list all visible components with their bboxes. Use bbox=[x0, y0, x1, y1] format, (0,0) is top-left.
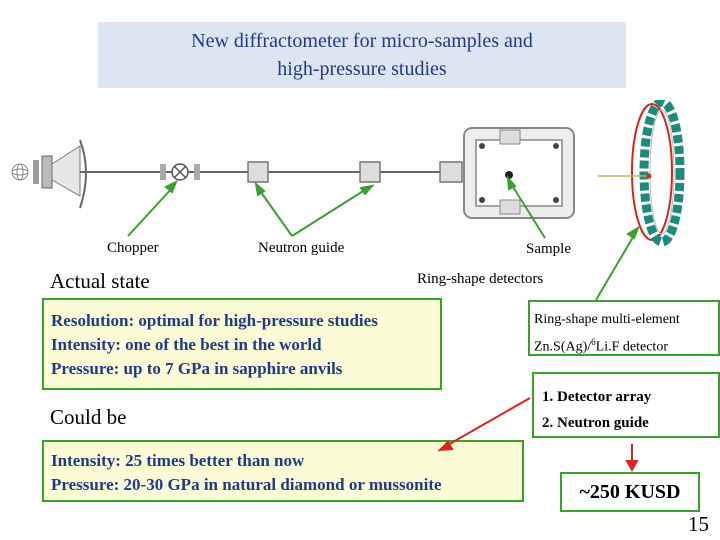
actual-state-box: Resolution: optimal for high-pressure st… bbox=[42, 298, 442, 390]
could-pressure-line: Pressure: 20-30 GPa in natural diamond o… bbox=[51, 475, 442, 494]
title-line-2: high-pressure studies bbox=[277, 58, 447, 80]
cost-box: ~250 KUSD bbox=[560, 472, 700, 512]
guide-segment-2 bbox=[359, 161, 381, 183]
cost-value: ~250 KUSD bbox=[579, 480, 681, 503]
ring-detector-pointer-arrow bbox=[595, 231, 637, 301]
sample-frame-icon bbox=[463, 127, 575, 219]
instrument-schematic bbox=[11, 100, 685, 247]
title-line-1: New diffractometer for micro-samples and bbox=[191, 30, 533, 52]
guide-pointer-arrow bbox=[257, 187, 293, 237]
title-banner: New diffractometer for micro-samples and… bbox=[98, 22, 626, 88]
multi-element-line-1: Ring-shape multi-element bbox=[534, 312, 680, 327]
guide-segment-3 bbox=[439, 161, 463, 183]
multi-element-line-2: Zn.S(Ag)/6Li.F detector bbox=[534, 337, 668, 355]
could-intensity-line: Intensity: 25 times better than now bbox=[51, 451, 305, 470]
could-be-arrow bbox=[445, 397, 531, 447]
guide-pointer-arrow-2 bbox=[291, 187, 369, 237]
ring-detectors-label: Ring-shape detectors bbox=[417, 271, 544, 287]
page-number: 15 bbox=[688, 512, 709, 536]
neutron-guide-label: Neutron guide bbox=[258, 240, 345, 256]
chopper-icon bbox=[160, 163, 200, 181]
chopper-label: Chopper bbox=[107, 240, 159, 256]
sample-label: Sample bbox=[526, 241, 571, 257]
could-be-heading: Could be bbox=[50, 405, 127, 429]
upgrade-item-neutron-guide: 2. Neutron guide bbox=[542, 415, 649, 431]
actual-resolution-line: Resolution: optimal for high-pressure st… bbox=[51, 311, 378, 330]
upgrade-item-detector-array: 1. Detector array bbox=[542, 389, 652, 405]
multi-element-detector-box: Ring-shape multi-element Zn.S(Ag)/6Li.F … bbox=[528, 300, 720, 356]
sample-pointer-arrow bbox=[509, 181, 546, 239]
ring-detector-icon bbox=[598, 100, 685, 247]
upgrades-box: 1. Detector array 2. Neutron guide bbox=[532, 372, 720, 438]
neutron-source-icon bbox=[11, 139, 87, 209]
actual-pressure-line: Pressure: up to 7 GPa in sapphire anvils bbox=[51, 359, 343, 378]
guide-segment-1 bbox=[247, 161, 269, 183]
chopper-pointer-arrow bbox=[127, 185, 175, 237]
actual-state-heading: Actual state bbox=[50, 269, 150, 293]
actual-intensity-line: Intensity: one of the best in the world bbox=[51, 335, 322, 354]
